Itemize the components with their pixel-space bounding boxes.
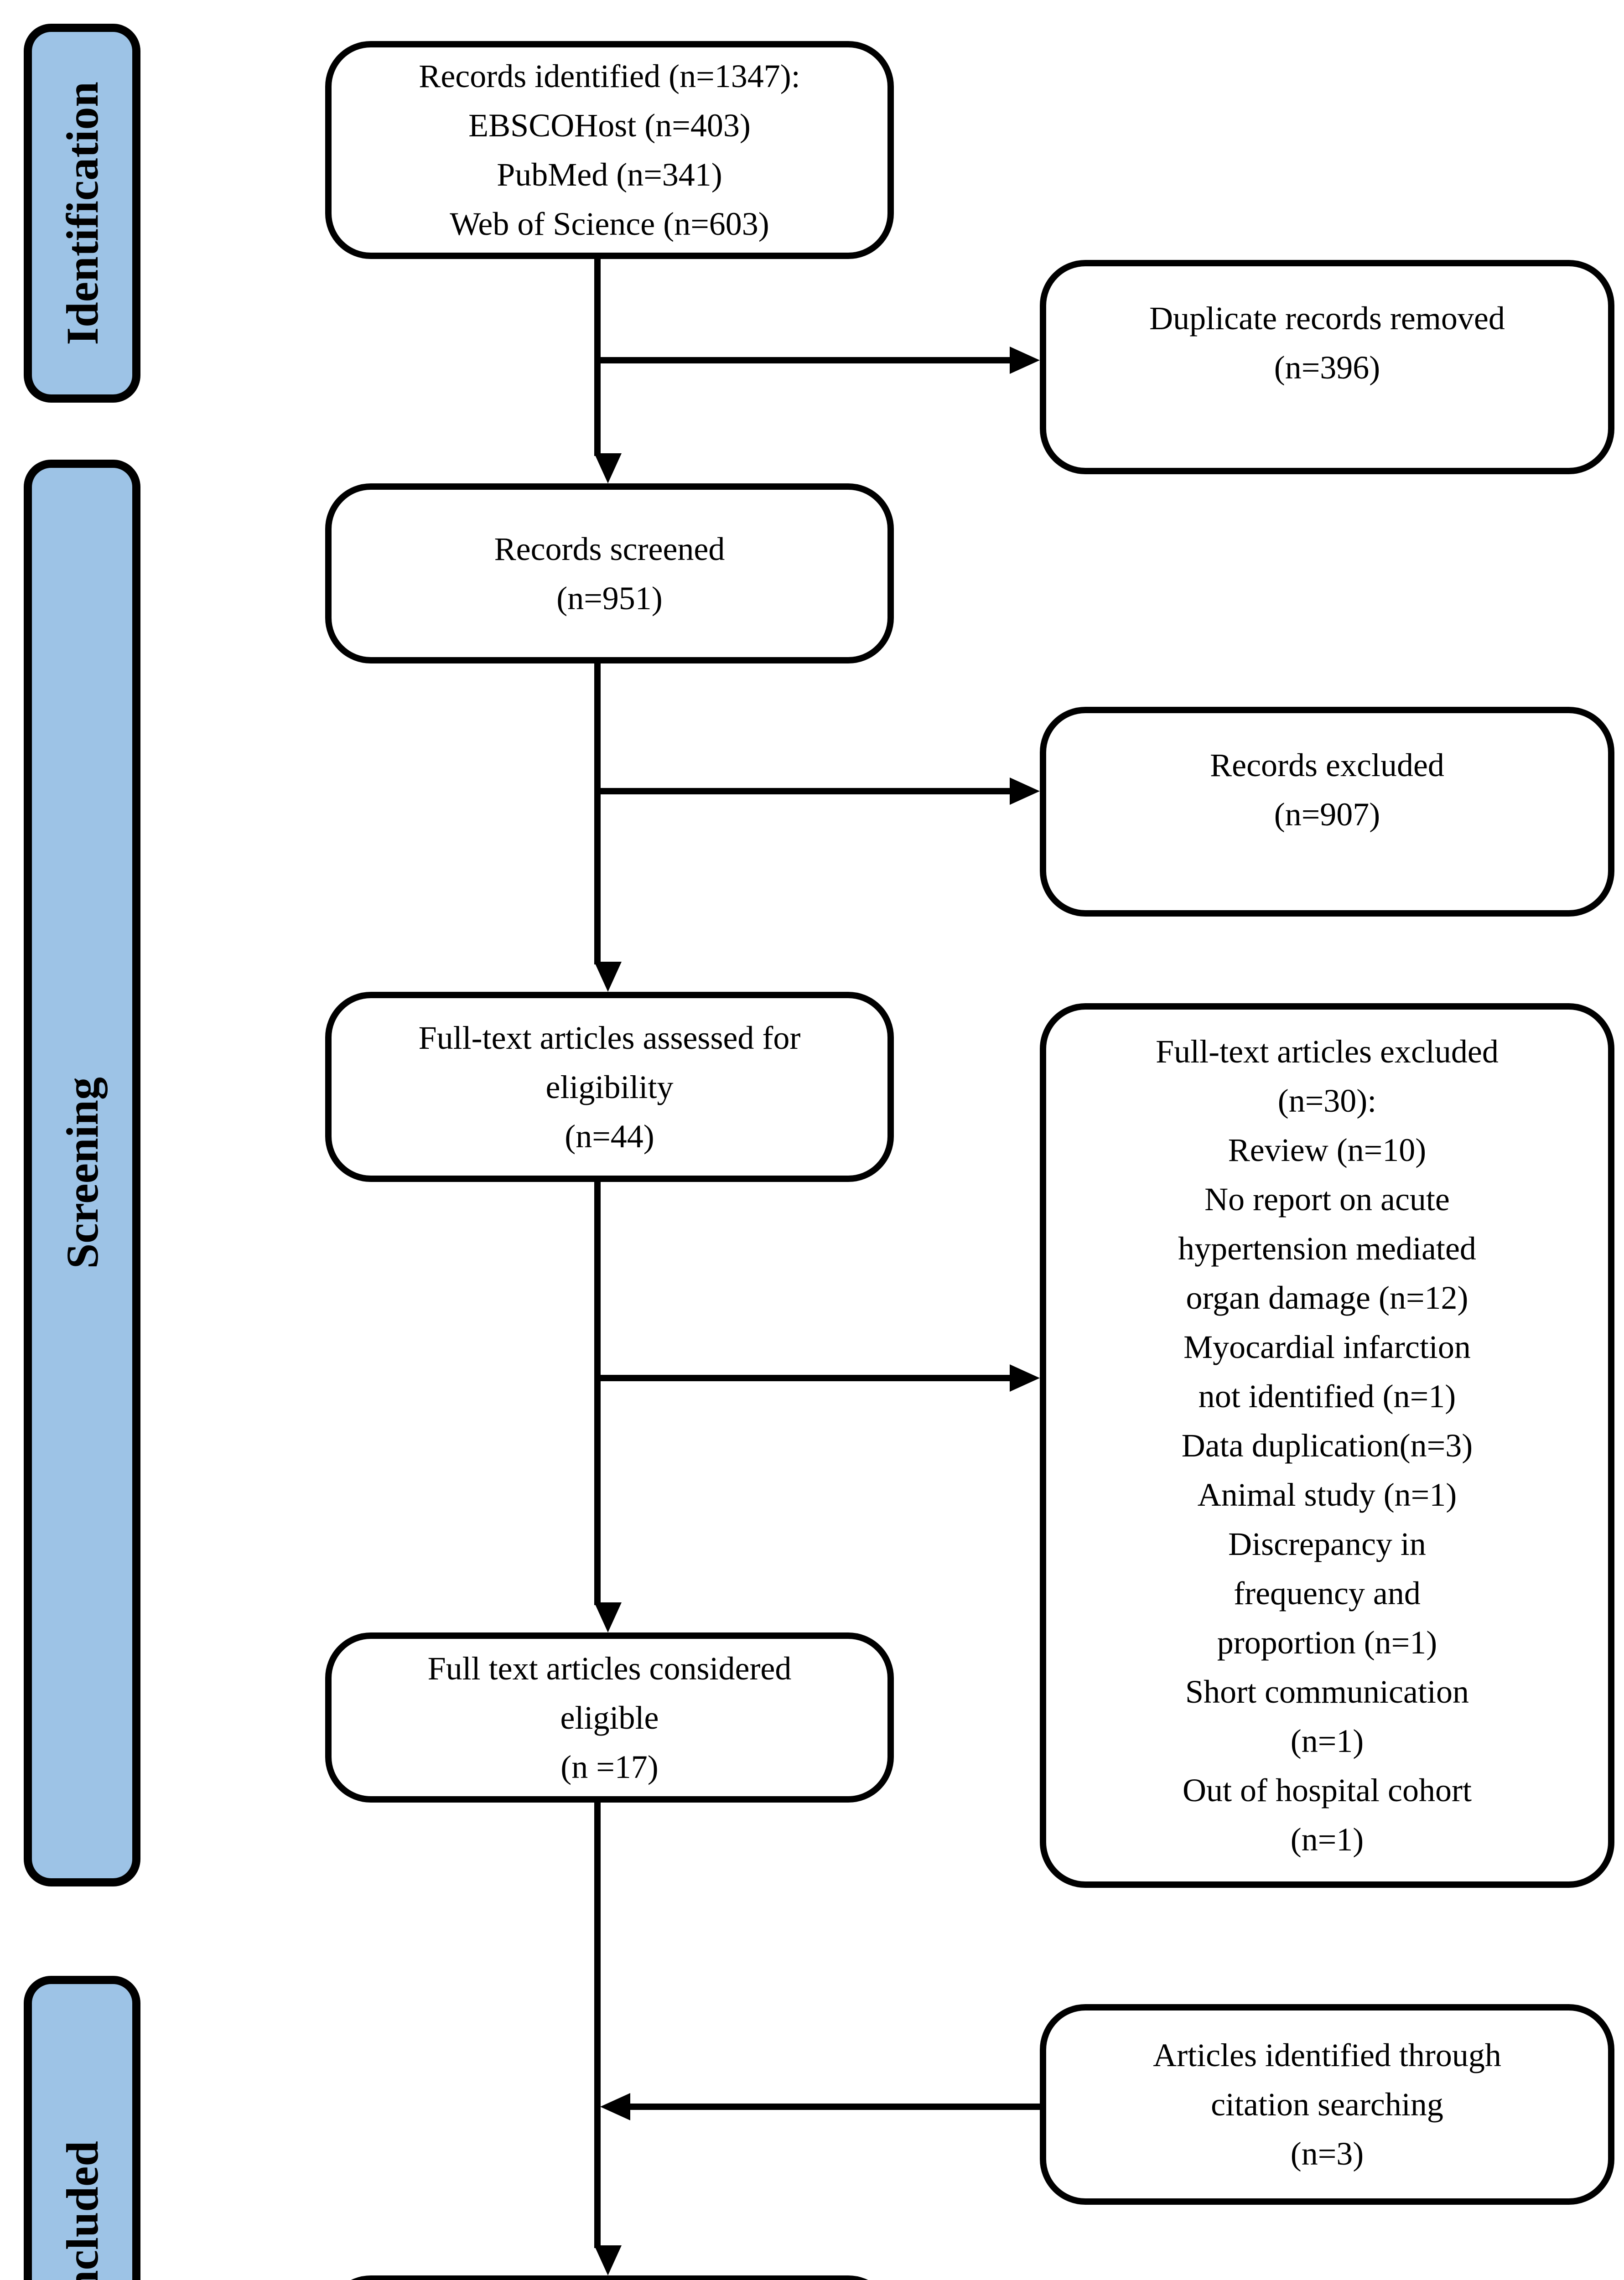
box-line: Full-text articles assessed for <box>418 1019 801 1056</box>
box-fulltext-eligible: Full text articles considered eligible (… <box>325 1632 894 1803</box>
stage-bar-included: Included <box>24 1976 140 2280</box>
arrow-to-records-excluded-line <box>594 788 1010 794</box>
box-line: Myocardial infarction <box>1183 1329 1471 1365</box>
arrow-identified-to-screened-head <box>594 453 622 483</box>
box-line: Records screened <box>494 530 725 567</box>
arrow-from-citation-searching-line <box>629 2104 1040 2110</box>
arrow-to-fulltext-excluded-head <box>1010 1364 1040 1392</box>
box-line: eligibility <box>545 1068 674 1105</box>
box-line: No report on acute <box>1204 1181 1450 1218</box>
box-line: Out of hospital cohort <box>1183 1772 1472 1808</box>
box-line: hypertension mediated <box>1178 1230 1476 1267</box>
box-citation-searching: Articles identified through citation sea… <box>1040 2004 1614 2205</box>
stage-bar-identification: Identification <box>24 24 140 403</box>
box-line: (n=951) <box>556 580 663 617</box>
box-line: eligible <box>560 1699 659 1736</box>
box-duplicates-removed: Duplicate records removed (n=396) <box>1040 260 1614 474</box>
box-line: Animal study (n=1) <box>1197 1477 1457 1513</box>
box-line: Articles identified through <box>1153 2037 1501 2073</box>
box-line: citation searching <box>1211 2086 1443 2123</box>
stage-label-screening: Screening <box>57 1077 108 1269</box>
box-line: (n =17) <box>560 1748 659 1785</box>
box-line: Full-text articles excluded <box>1156 1033 1499 1070</box>
box-line: Web of Science (n=603) <box>450 206 769 242</box>
arrow-assessed-to-eligible-head <box>594 1602 622 1632</box>
box-line: Duplicate records removed <box>1149 300 1505 337</box>
arrow-to-duplicates-removed-line <box>594 357 1010 363</box>
arrow-from-citation-searching-head <box>600 2093 630 2120</box>
box-records-screened: Records screened (n=951) <box>325 483 894 663</box>
box-line: Review (n=10) <box>1228 1132 1427 1168</box>
stage-bar-screening: Screening <box>24 460 140 1886</box>
arrow-to-duplicates-removed-head <box>1010 347 1040 374</box>
box-line: Records identified (n=1347): <box>419 58 800 94</box>
arrow-to-fulltext-excluded-line <box>594 1375 1010 1381</box>
box-articles-included: Articles included in review (n =17), rep… <box>325 2275 894 2280</box>
box-line: (n=30): <box>1277 1083 1377 1119</box>
box-line: Short communication <box>1185 1674 1469 1710</box>
box-line: frequency and <box>1234 1575 1421 1612</box>
box-line: Discrepancy in <box>1228 1526 1426 1562</box>
box-line: (n=907) <box>1274 796 1380 833</box>
box-line: Data duplication(n=3) <box>1181 1427 1473 1464</box>
arrow-to-records-excluded-head <box>1010 777 1040 805</box>
arrow-eligible-to-included-head <box>594 2245 622 2275</box>
box-line: EBSCOHost (n=403) <box>468 107 751 144</box>
box-line: Full text articles considered <box>427 1650 792 1687</box>
box-line: (n=1) <box>1290 1723 1364 1759</box>
box-records-identified: Records identified (n=1347): EBSCOHost (… <box>325 41 894 259</box>
stage-label-identification: Identification <box>57 81 108 345</box>
arrow-screened-to-assessed-head <box>594 962 622 992</box>
box-line: (n=1) <box>1290 1821 1364 1858</box>
box-line: not identified (n=1) <box>1198 1378 1456 1415</box>
arrow-screened-to-assessed-line <box>594 663 601 964</box>
box-line: (n=3) <box>1290 2135 1364 2172</box>
box-line: PubMed (n=341) <box>497 156 722 193</box>
box-records-excluded: Records excluded (n=907) <box>1040 707 1614 917</box>
box-line: organ damage (n=12) <box>1186 1280 1468 1316</box>
box-fulltext-excluded: Full-text articles excluded (n=30): Revi… <box>1040 1003 1614 1888</box>
box-line: (n=396) <box>1274 349 1380 386</box>
arrow-assessed-to-eligible-line <box>594 1182 601 1605</box>
stage-label-included: Included <box>57 2141 108 2280</box>
box-fulltext-assessed: Full-text articles assessed for eligibil… <box>325 992 894 1182</box>
box-line: (n=44) <box>565 1118 654 1155</box>
box-line: Records excluded <box>1210 747 1444 783</box>
box-line: proportion (n=1) <box>1217 1624 1437 1661</box>
arrow-eligible-to-included-line <box>594 1803 601 2248</box>
